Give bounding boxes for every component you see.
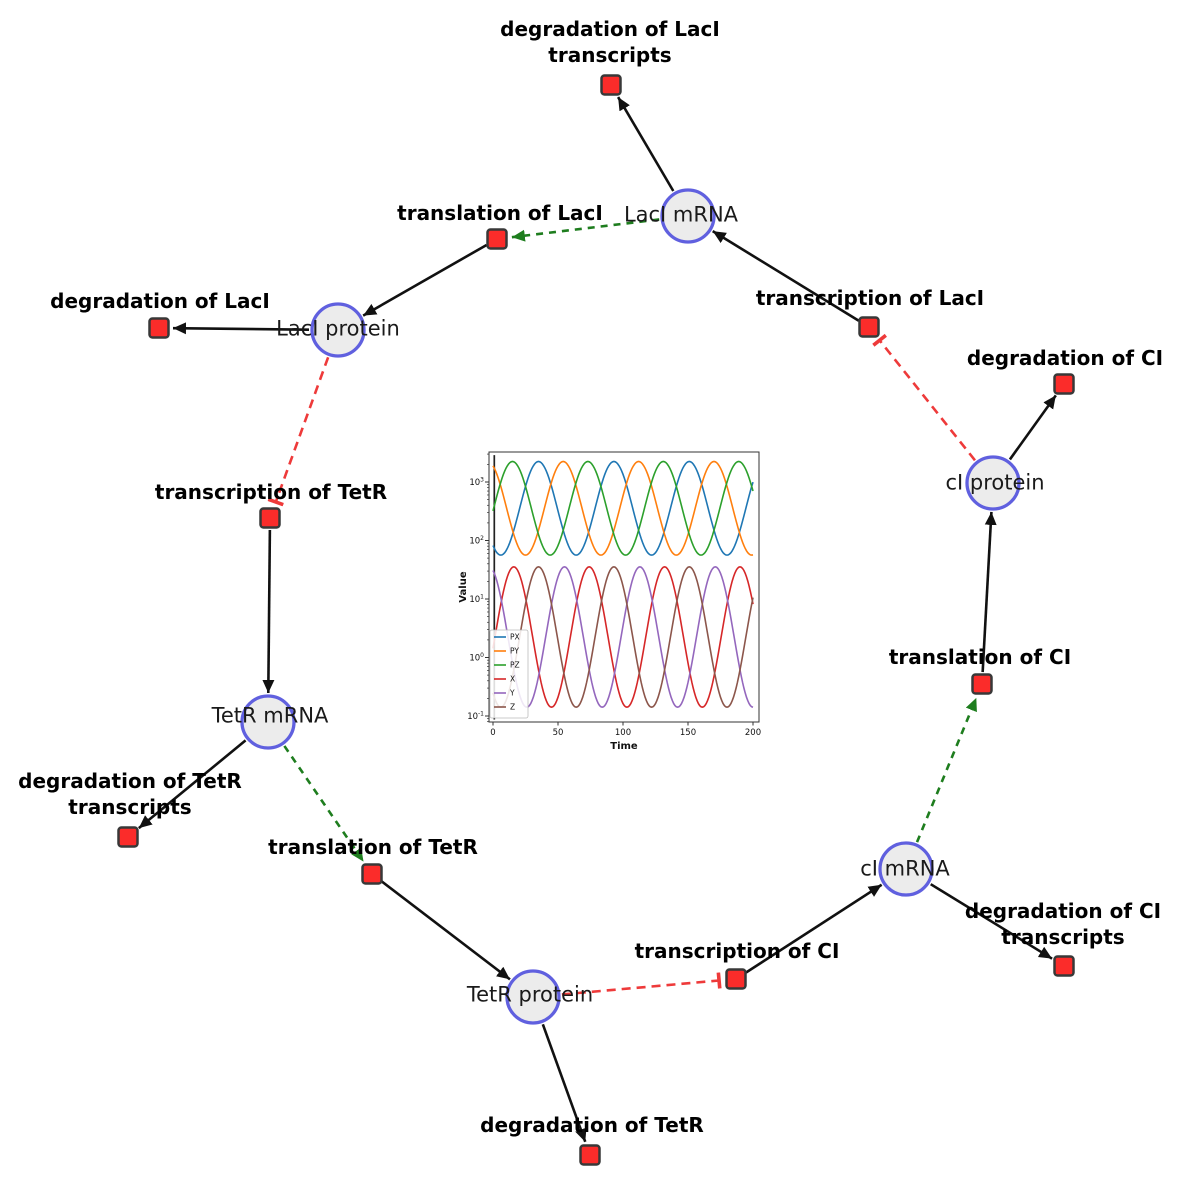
x-tick-label: 0	[490, 728, 495, 738]
legend-entry-label: PY	[510, 647, 519, 656]
series-curve-X	[492, 565, 754, 709]
chart-legend: PX PY PZ XYZ	[489, 629, 529, 719]
x-tick-label: 100	[615, 728, 631, 738]
x-tick-label: 50	[553, 728, 564, 738]
edge-inhibition-laci_protein-transcr_tetr	[267, 356, 330, 507]
y-tick-label: 10-1	[467, 711, 484, 723]
series-curve-PY	[492, 460, 754, 556]
edge-modifier-laci_mrna-transl_laci	[511, 218, 660, 242]
edge-production-transcr_ci-ci_mrna	[745, 883, 883, 974]
series-curve-PZ	[492, 460, 754, 556]
species-node-ci_mrna[interactable]	[878, 841, 934, 897]
edge-production-transl_laci-laci_protein	[362, 243, 488, 317]
series-curve-PX	[492, 460, 754, 556]
edge-production-transcr_laci-laci_mrna	[712, 230, 860, 322]
legend-entry-label: Y	[509, 689, 515, 698]
edge-consumption-laci_protein-deg_laci	[172, 322, 310, 335]
reaction-node-transl_ci[interactable]	[971, 673, 993, 695]
reaction-node-transcr_ci[interactable]	[725, 968, 747, 990]
edge-production-transl_ci-ci_protein	[981, 511, 997, 673]
species-node-laci_mrna[interactable]	[660, 188, 716, 244]
species-node-ci_protein[interactable]	[965, 455, 1021, 511]
reaction-node-deg_tetr[interactable]	[579, 1144, 601, 1166]
legend-entry-label: PX	[510, 633, 520, 642]
reaction-node-transcr_tetr[interactable]	[259, 507, 281, 529]
edge-consumption-tetr_mrna-deg_tetr_tx	[137, 739, 247, 830]
reaction-node-transcr_laci[interactable]	[858, 316, 880, 338]
edge-inhibition-ci_protein-transcr_laci	[872, 333, 976, 462]
edge-consumption-laci_mrna-deg_laci_tx	[616, 96, 675, 192]
x-tick-label: 150	[680, 728, 696, 738]
reaction-node-deg_ci[interactable]	[1053, 373, 1075, 395]
series-curve-Y	[492, 565, 754, 709]
edge-consumption-tetr_protein-deg_tetr	[541, 1023, 587, 1143]
species-node-laci_protein[interactable]	[310, 302, 366, 358]
y-tick-label: 102	[469, 535, 484, 547]
edge-inhibition-tetr_protein-transcr_ci	[561, 972, 722, 996]
species-node-tetr_protein[interactable]	[505, 969, 561, 1025]
reaction-node-transl_tetr[interactable]	[361, 863, 383, 885]
edge-consumption-ci_mrna-deg_ci_tx	[930, 883, 1053, 960]
edge-modifier-tetr_mrna-transl_tetr	[283, 745, 365, 863]
edge-production-transl_tetr-tetr_protein	[380, 880, 511, 981]
species-node-tetr_mrna[interactable]	[240, 694, 296, 750]
reaction-node-deg_laci[interactable]	[148, 317, 170, 339]
reaction-node-deg_ci_tx[interactable]	[1053, 955, 1075, 977]
legend-entry-label: Z	[510, 703, 515, 712]
edge-consumption-ci_protein-deg_ci	[1008, 394, 1057, 461]
y-tick-label: 100	[469, 652, 484, 664]
y-tick-label: 101	[469, 594, 484, 606]
y-axis-label: Value	[458, 571, 469, 602]
x-tick-label: 200	[745, 728, 761, 738]
series-curve-Z	[492, 565, 754, 709]
legend-entry-label: PZ	[510, 661, 520, 670]
edge-modifier-ci_mrna-transl_ci	[915, 697, 978, 843]
edge-production-transcr_tetr-tetr_mrna	[262, 529, 275, 694]
y-tick-label: 103	[469, 477, 484, 489]
x-axis-label: Time	[610, 741, 638, 752]
reaction-node-deg_tetr_tx[interactable]	[117, 826, 139, 848]
reaction-node-transl_laci[interactable]	[486, 228, 508, 250]
reaction-node-deg_laci_tx[interactable]	[600, 74, 622, 96]
legend-entry-label: X	[510, 675, 515, 684]
